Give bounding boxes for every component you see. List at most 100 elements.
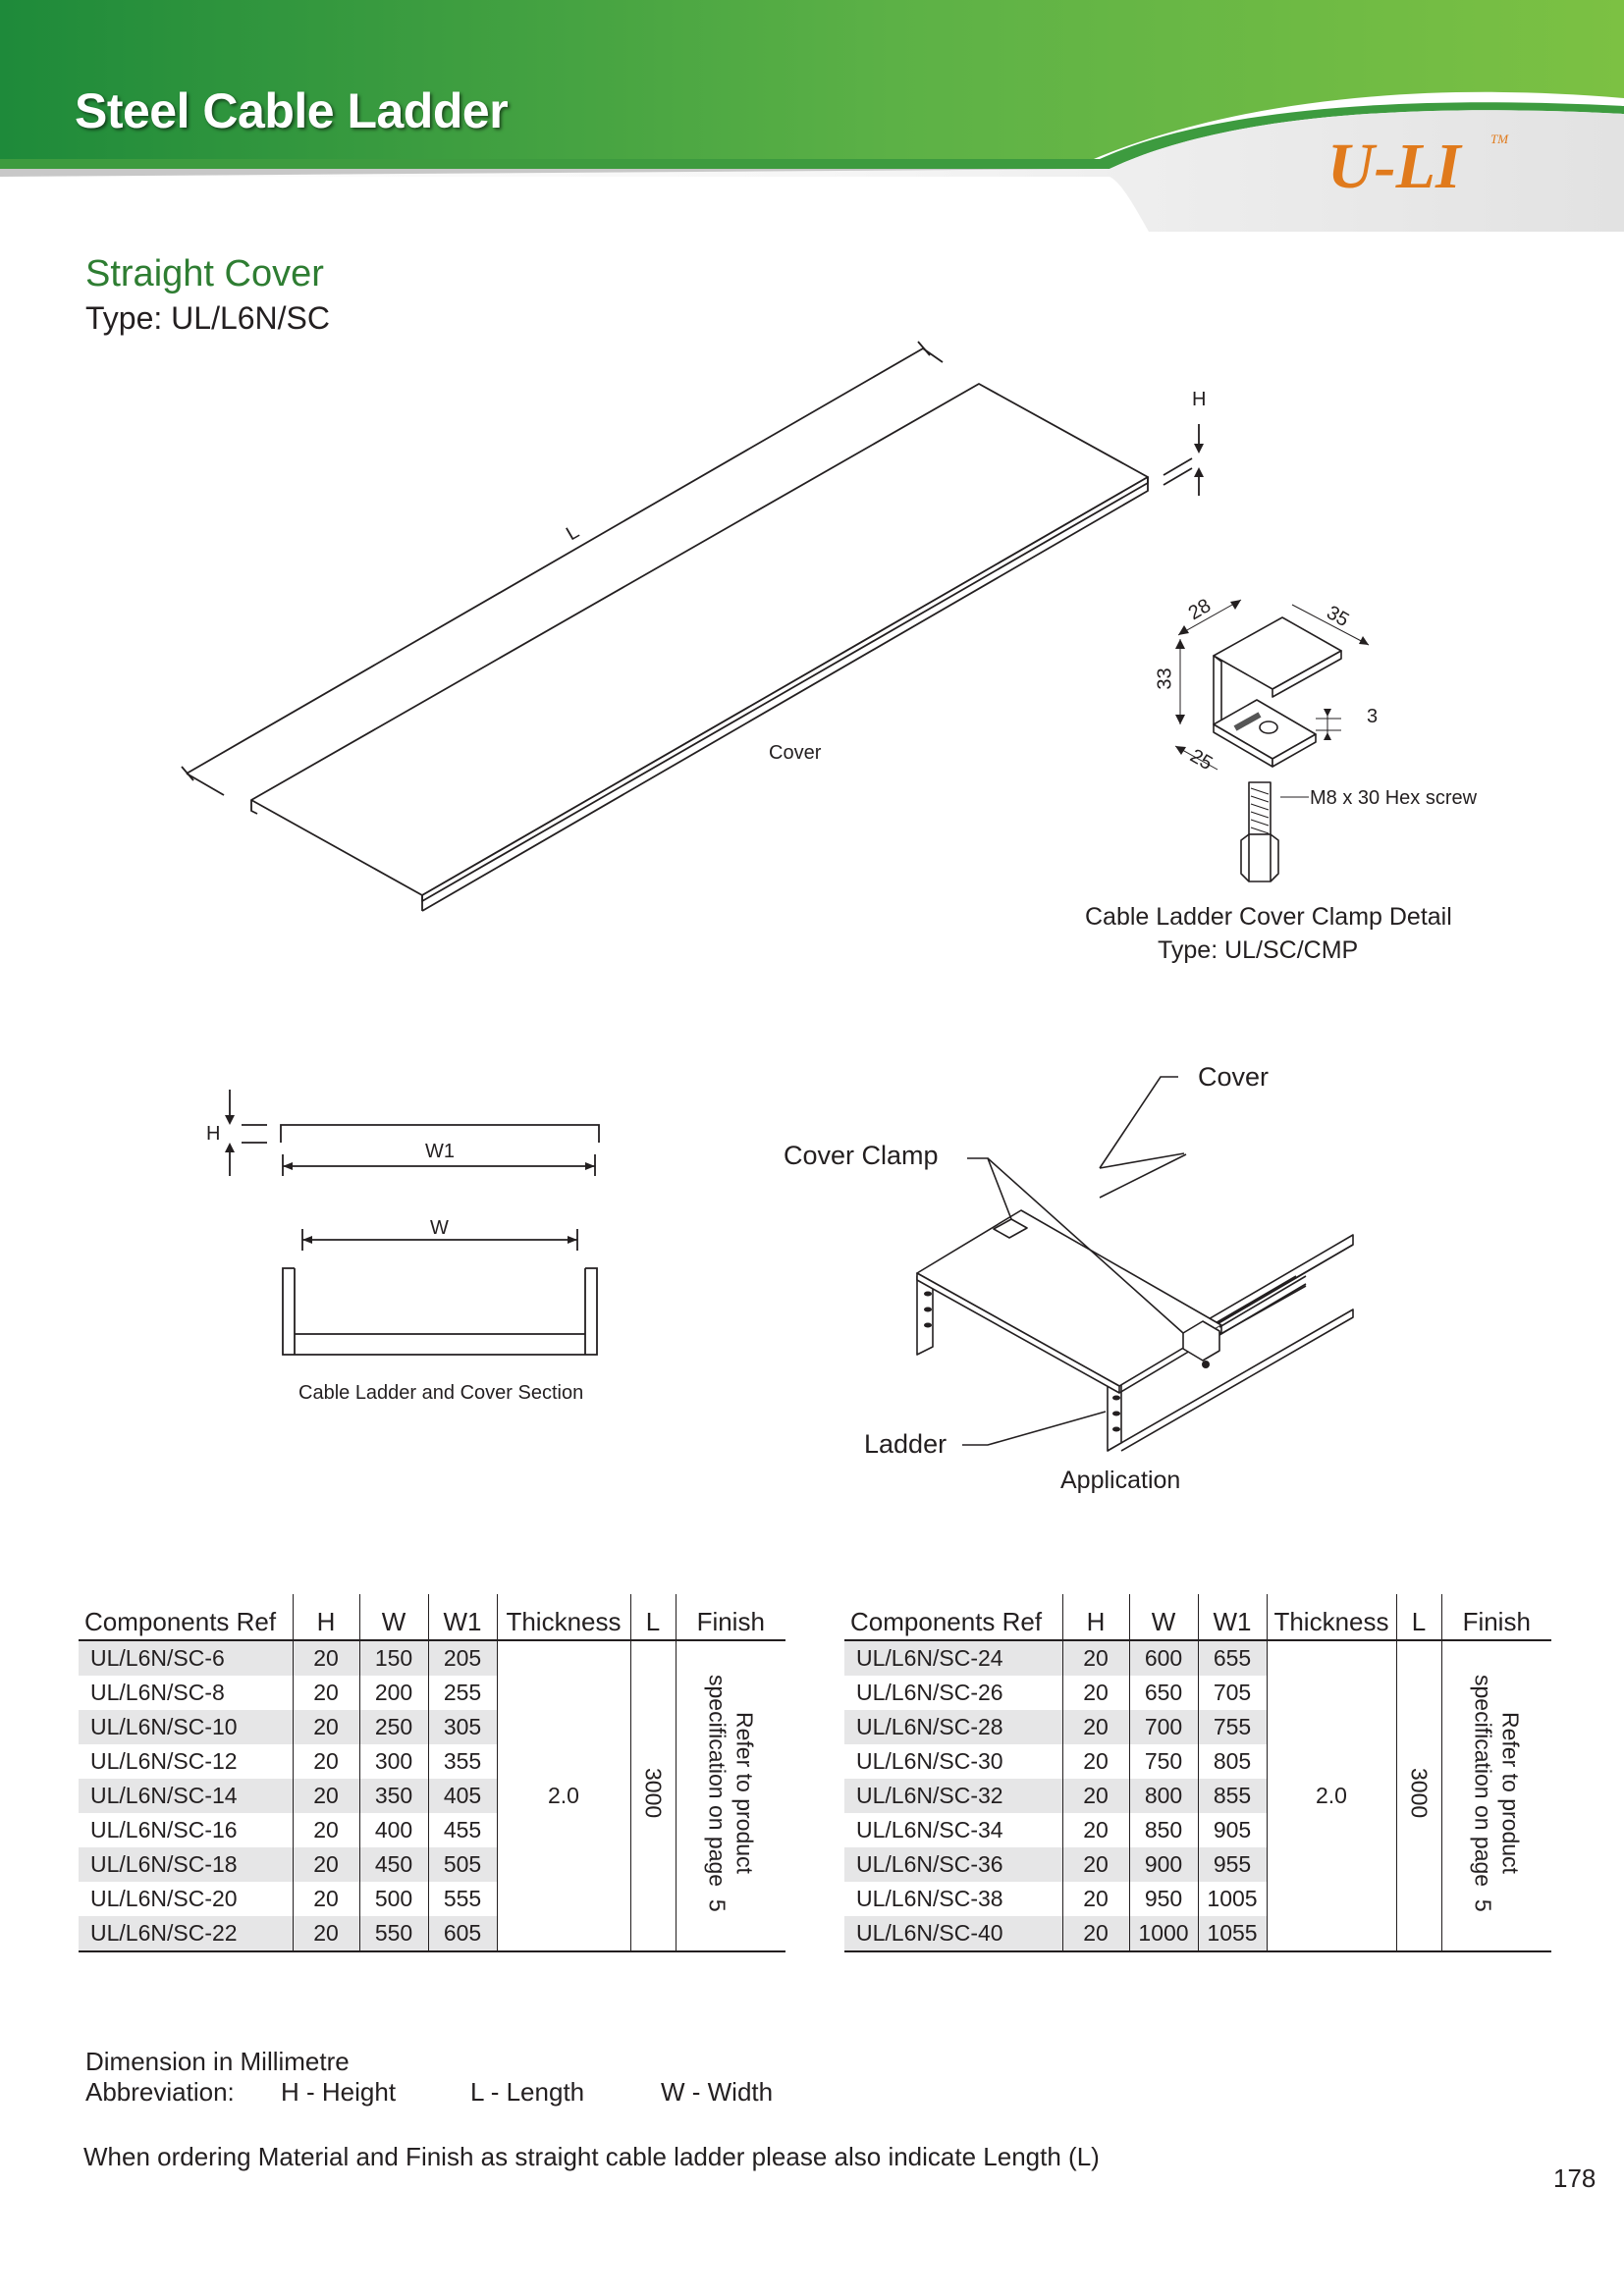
components-ref: UL/L6N/SC-34 — [856, 1817, 1003, 1842]
spec-table-left: Components Ref H W W1 Thickness L Finish… — [79, 1594, 785, 1952]
table-row: UL/L6N/SC-24 20 600 655 2.0 3000 Refer t… — [844, 1640, 1551, 1952]
section-drawing — [225, 1090, 600, 1356]
table-row: UL/L6N/SC-36 20 900 955 — [844, 1847, 1551, 1882]
components-ref: UL/L6N/SC-16 — [90, 1817, 238, 1842]
h-value: 20 — [1061, 1744, 1129, 1779]
h-value: 20 — [292, 1882, 359, 1916]
w1-value: 705 — [1197, 1676, 1267, 1710]
finish-line-1: Refer to product — [1497, 1712, 1524, 1874]
h-value: 20 — [292, 1676, 359, 1710]
w-value: 600 — [1128, 1640, 1198, 1676]
col-components-ref: Components Ref — [79, 1594, 293, 1641]
section-w1-label: W1 — [425, 1141, 455, 1162]
application-caption: Application — [1060, 1467, 1181, 1494]
components-ref: UL/L6N/SC-22 — [79, 1916, 293, 1952]
col-finish: Finish — [675, 1594, 785, 1641]
components-ref: UL/L6N/SC-10 — [79, 1710, 293, 1744]
section-title: Straight Cover — [85, 253, 324, 294]
abbreviation-width: W - Width — [661, 2077, 774, 2107]
components-ref: UL/L6N/SC-32 — [844, 1779, 1062, 1813]
h-value: 20 — [1061, 1882, 1129, 1916]
abbreviation-label: Abbreviation: — [85, 2077, 235, 2107]
w1-value: 455 — [427, 1813, 497, 1847]
w-value: 450 — [358, 1847, 428, 1882]
w-value: 1000 — [1128, 1916, 1198, 1952]
clamp-detail-drawing — [1174, 599, 1370, 882]
w1-value: 955 — [1197, 1847, 1267, 1882]
application-cover-label: Cover — [1198, 1062, 1270, 1092]
application-drawing — [916, 1076, 1354, 1452]
col-w1: W1 — [1197, 1594, 1267, 1641]
table-row: UL/L6N/SC-10 20 250 305 — [79, 1710, 785, 1744]
w1-value: 655 — [1197, 1640, 1267, 1676]
h-value: 20 — [1061, 1710, 1129, 1744]
w-value: 800 — [1128, 1779, 1198, 1813]
h-value: 20 — [1061, 1779, 1129, 1813]
col-w: W — [358, 1594, 428, 1641]
screw-label: M8 x 30 Hex screw — [1310, 787, 1478, 809]
dimension-note: Dimension in Millimetre — [85, 2047, 350, 2076]
w1-value: 1055 — [1197, 1916, 1267, 1952]
thickness-value: 2.0 — [496, 1640, 630, 1952]
section-h-label: H — [206, 1123, 221, 1145]
components-ref: UL/L6N/SC-14 — [79, 1779, 293, 1813]
clamp-dim-3: 3 — [1367, 706, 1379, 727]
page-number: 178 — [1553, 2163, 1597, 2193]
length-value: 3000 — [629, 1640, 676, 1952]
w-value: 650 — [1128, 1676, 1198, 1710]
thickness-value: 2.0 — [1266, 1640, 1396, 1952]
table-row: UL/L6N/SC-16 20 400 455 — [79, 1813, 785, 1847]
w1-value: 305 — [427, 1710, 497, 1744]
h-value: 20 — [1061, 1813, 1129, 1847]
w1-value: 355 — [427, 1744, 497, 1779]
components-ref: UL/L6N/SC-24 — [844, 1640, 1062, 1676]
col-h: H — [292, 1594, 359, 1641]
w1-value: 1005 — [1197, 1882, 1267, 1916]
table-row: UL/L6N/SC-14 20 350 405 — [79, 1779, 785, 1813]
w-value: 750 — [1128, 1744, 1198, 1779]
spec-table-right: Components Ref H W W1 Thickness L Finish… — [844, 1594, 1551, 1952]
w1-value: 755 — [1197, 1710, 1267, 1744]
w-value: 300 — [358, 1744, 428, 1779]
col-components-ref: Components Ref — [844, 1594, 1062, 1641]
components-ref: UL/L6N/SC-18 — [79, 1847, 293, 1882]
clamp-detail-caption: Cable Ladder Cover Clamp Detail — [1085, 903, 1452, 931]
abbreviation-height: H - Height — [281, 2077, 397, 2107]
w1-value: 805 — [1197, 1744, 1267, 1779]
h-value: 20 — [292, 1916, 359, 1952]
w-value: 850 — [1128, 1813, 1198, 1847]
w-value: 200 — [358, 1676, 428, 1710]
col-finish: Finish — [1440, 1594, 1551, 1641]
page-title: Steel Cable Ladder — [75, 83, 509, 138]
h-value: 20 — [292, 1779, 359, 1813]
h-value: 20 — [292, 1813, 359, 1847]
table-row: UL/L6N/SC-32 20 800 855 — [844, 1779, 1551, 1813]
table-row: UL/L6N/SC-18 20 450 505 — [79, 1847, 785, 1882]
w1-value: 605 — [427, 1916, 497, 1952]
height-label: H — [1192, 389, 1207, 410]
finish-line-2: specification on page 5 — [1470, 1674, 1496, 1912]
table-row: UL/L6N/SC-12 20 300 355 — [79, 1744, 785, 1779]
finish-line-2: specification on page 5 — [704, 1674, 731, 1912]
w1-value: 255 — [427, 1676, 497, 1710]
w1-value: 855 — [1197, 1779, 1267, 1813]
components-ref: UL/L6N/SC-36 — [844, 1847, 1062, 1882]
h-value: 20 — [292, 1744, 359, 1779]
table-row: UL/L6N/SC-8 20 200 255 — [79, 1676, 785, 1710]
h-value: 20 — [292, 1710, 359, 1744]
table-row: UL/L6N/SC-26 20 650 705 — [844, 1676, 1551, 1710]
col-l: L — [1395, 1594, 1441, 1641]
clamp-detail-type: Type: UL/SC/CMP — [1158, 936, 1359, 964]
table-row: UL/L6N/SC-28 20 700 755 — [844, 1710, 1551, 1744]
w1-value: 555 — [427, 1882, 497, 1916]
h-value: 20 — [1061, 1916, 1129, 1952]
w-value: 150 — [358, 1640, 428, 1676]
components-ref: UL/L6N/SC-26 — [856, 1680, 1003, 1705]
h-value: 20 — [1061, 1640, 1129, 1676]
table-header-row: Components Ref H W W1 Thickness L Finish — [79, 1594, 785, 1641]
components-ref: UL/L6N/SC-8 — [90, 1680, 225, 1705]
length-text: 3000 — [1406, 1767, 1433, 1819]
h-value: 20 — [292, 1640, 359, 1676]
